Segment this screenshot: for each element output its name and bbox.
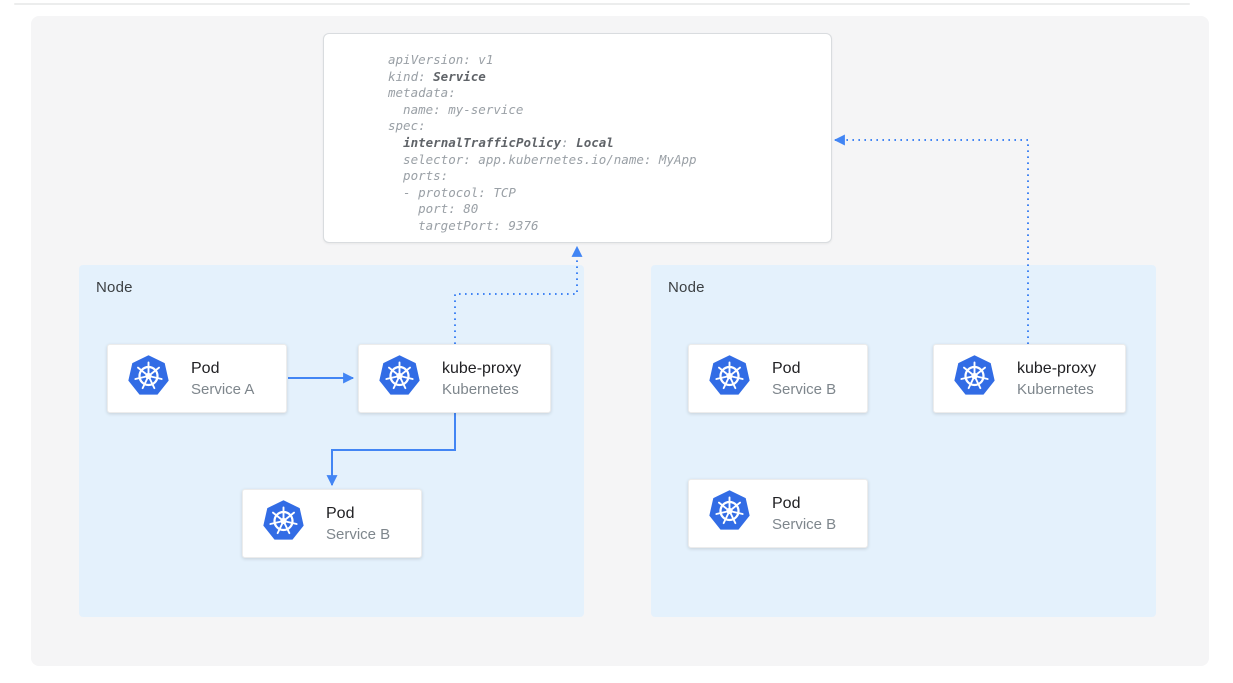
kubernetes-icon <box>377 353 422 404</box>
kube-proxy-box-left: kube-proxy Kubernetes <box>358 344 551 413</box>
node-label: Node <box>668 279 705 296</box>
top-divider <box>14 3 1190 5</box>
kubernetes-icon <box>261 498 306 549</box>
component-subtitle: Service B <box>772 515 837 533</box>
node-label: Node <box>96 279 133 296</box>
kubernetes-icon <box>707 488 752 539</box>
node-right: Node <box>651 265 1156 617</box>
pod-box-service-a: Pod Service A <box>107 344 287 413</box>
node-left: Node <box>79 265 584 617</box>
component-subtitle: Kubernetes <box>442 380 519 398</box>
component-subtitle: Service B <box>772 380 837 398</box>
component-title: kube-proxy <box>442 359 522 377</box>
pod-box-service-b-right-top: Pod Service B <box>688 344 868 413</box>
component-title: kube-proxy <box>1017 359 1097 377</box>
component-title: Pod <box>326 504 355 522</box>
component-title: Pod <box>772 494 801 512</box>
kubernetes-icon <box>126 353 171 404</box>
component-title: Pod <box>191 359 220 377</box>
kubernetes-icon <box>707 353 752 404</box>
pod-box-service-b-left: Pod Service B <box>242 489 422 558</box>
component-subtitle: Kubernetes <box>1017 380 1094 398</box>
pod-box-service-b-right-bottom: Pod Service B <box>688 479 868 548</box>
component-title: Pod <box>772 359 801 377</box>
component-subtitle: Service B <box>326 525 391 543</box>
kubernetes-icon <box>952 353 997 404</box>
kube-proxy-box-right: kube-proxy Kubernetes <box>933 344 1126 413</box>
component-subtitle: Service A <box>191 380 255 398</box>
